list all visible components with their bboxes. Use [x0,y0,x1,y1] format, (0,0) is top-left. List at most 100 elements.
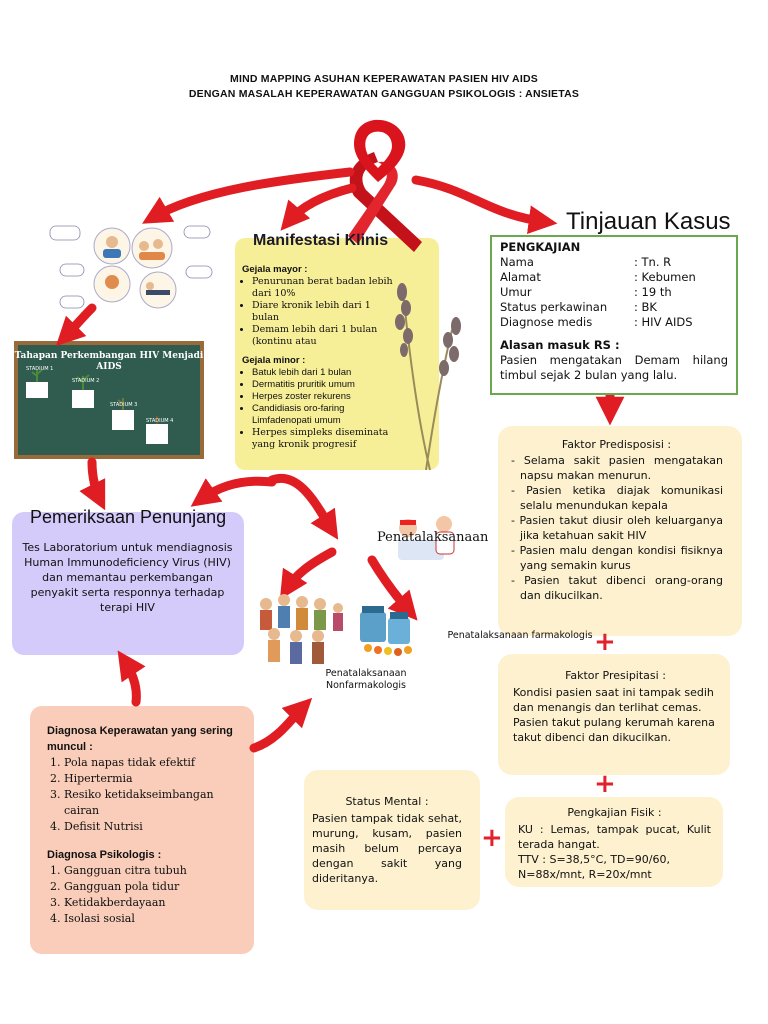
manifestasi-heading: Manifestasi Klinis [253,232,389,249]
predisposisi-heading: Faktor Predisposisi : [561,438,672,451]
presipitasi-content: Faktor Presipitasi : Kondisi pasien saat… [513,668,718,745]
predisposisi-content: Faktor Predisposisi : - Selama sakit pas… [510,437,723,603]
nurse-patient-illustration [398,516,455,560]
predisposisi-box [498,426,742,636]
list-item: - Pasien malu dengan kondisi fisiknya ya… [511,544,724,572]
list-item: Penurunan berat badan lebih dari 10% [252,276,397,300]
stage-3-label: STADIUM 3 [110,402,138,408]
gejala-minor-heading: Gejala minor : [242,355,306,366]
presipitasi-text: Kondisi pasien saat ini tampak sedih dan… [513,686,715,744]
identity-table: Nama: Tn. R Alamat: Kebumen Umur: 19 th … [500,255,696,330]
list-item: Candidiasis oro-faring Limfadenopati umu… [252,403,397,427]
diagnosa-psikologis-list: Gangguan citra tubuh Gangguan pola tidur… [47,863,247,927]
arrow-icons-to-board [55,303,97,347]
arrow-diagnosa-to-nonfarm [249,697,313,753]
reason-text: Pasien mengatakan Demam hilang timbul se… [500,353,728,382]
fisik-ttv: TTV : S=38,5°C, TD=90/60, N=88x/mnt, R=2… [518,853,670,881]
board-title: Tahapan Perkembangan HIV Menjadi AIDS [14,351,204,372]
list-item: Diare kronik lebih dari 1 bulan [252,300,397,324]
tinjauan-box: PENGKAJIAN Nama : Tn. R Alamat : Kebumen U… [490,235,738,395]
manifestasi-content: Gejala mayor : Penurunan berat badan leb… [242,262,397,451]
list-item: Gangguan pola tidur [64,879,247,895]
row-value: : Tn. R [634,255,672,269]
row-value: : 19 th [634,285,672,299]
nursing-icons-illustration [49,225,213,309]
gejala-mayor-heading: Gejala mayor : [242,264,308,275]
list-item: Isolasi sosial [64,911,247,927]
plus-sign: + [594,769,616,799]
table-row: Diagnose medis : HIV AIDS [500,315,696,330]
presipitasi-box [498,654,730,775]
row-value: : BK [634,300,657,314]
row-value: : Kebumen [634,270,696,284]
gejala-minor-list: Batuk lebih dari 1 bulan Dermatitis prur… [242,367,397,451]
table-row: Status perkawinan: BK [500,300,696,315]
diagnosa-keperawatan-list: Pola napas tidak efektif Hipertermia Res… [47,755,247,835]
arrow-pen-to-farm [367,555,418,621]
pemeriksaan-text: Tes Laboratorium untuk mendiagnosis Huma… [22,541,233,614]
diagnosa-keperawatan-heading: Diagnosa Keperawatan yang sering muncul … [47,725,233,753]
family-illustration [260,594,343,664]
arrow-pen-to-nonfarm [279,547,337,600]
row-key: Diagnose medis [500,315,593,329]
stage-2-label: STADIUM 2 [72,378,100,384]
list-item-text: Pasien takut dibenci orang-orang dan dik… [520,574,724,602]
list-item: - Selama sakit pasien mengatakan napsu m… [511,454,724,482]
list-item: Demam lebih dari 1 bulan (kontinu atau [252,324,397,348]
flow-arrows [55,167,625,753]
title-line-2: DENGAN MASALAH KEPERAWATAN GANGGUAN PSIK… [188,88,580,100]
list-item: - Pasien takut dibenci orang-orang dan d… [511,574,724,602]
mental-box [304,770,480,910]
list-item: Hipertermia [64,771,247,787]
plus-sign: + [481,823,503,853]
arrow-diagnosa-to-pemeriksaan [117,650,146,707]
predisposisi-list: - Selama sakit pasien mengatakan napsu m… [510,453,723,603]
mental-content: Status Mental : Pasien tampak tidak seha… [312,794,462,886]
list-item: Herpes simpleks diseminata yang kronik p… [252,427,397,451]
list-item: Dermatitis pruritik umum [252,379,397,391]
hiv-ribbon-icon [348,119,422,252]
list-item-text: Pasien ketika diajak komunikasi selalu m… [520,484,723,512]
stage-4-label: STADIUM 4 [146,418,174,424]
fisik-content: Pengkajian Fisik : KU : Lemas, tampak pu… [518,805,711,882]
gejala-mayor-list: Penurunan berat badan lebih dari 10% Dia… [242,276,397,348]
pemeriksaan-box [12,512,244,655]
row-value: : HIV AIDS [634,315,693,329]
list-item-text: Pasien malu dengan kondisi fisiknya yang… [519,544,724,572]
title-line-1: MIND MAPPING ASUHAN KEPERAWATAN PASIEN H… [230,73,538,85]
reason-heading: Alasan masuk RS : [500,338,620,352]
pemeriksaan-heading: Pemeriksaan Penunjang [30,507,227,527]
table-row: Alamat : Kebumen [500,270,696,285]
plus-sign: + [594,627,616,657]
list-item: Herpes zoster rekurens [252,391,397,403]
presipitasi-heading: Faktor Presipitasi : [565,669,666,682]
diagnosa-psikologis-heading: Diagnosa Psikologis : [47,849,162,861]
penatalaksanaan-heading: Penatalaksanaan [377,530,489,545]
list-item: Batuk lebih dari 1 bulan [252,367,397,379]
diagnosa-box [30,706,254,954]
fisik-heading: Pengkajian Fisik : [567,806,662,819]
penatalaksanaan-farmakologis: Penatalaksanaan farmakologis [447,630,593,641]
list-item: Pola napas tidak efektif [64,755,247,771]
penatalaksanaan-nonfarmakologis: Penatalaksanaan Nonfarmakologis [325,668,407,691]
fisik-ku: KU : Lemas, tampak pucat, Kulit terada h… [518,823,711,851]
list-item: Gangguan citra tubuh [64,863,247,879]
stage-plants-illustration [26,369,168,444]
list-item-text: Selama sakit pasien mengatakan napsu mak… [520,454,724,482]
page-title: MIND MAPPING ASUHAN KEPERAWATAN PASIEN H… [0,72,768,102]
stage-1-label: STADIUM 1 [26,366,54,372]
fisik-box [505,797,723,887]
arrow-ribbon-to-tinjauan [411,175,558,234]
row-key: Alamat [500,270,541,284]
list-item-text: Pasien takut diusir oleh keluarganya jik… [519,514,724,542]
arrow-board-to-pemeriksaan [79,457,106,511]
pengkajian-heading: PENGKAJIAN [500,240,581,254]
medicine-illustration [360,606,412,656]
lavender-illustration [395,283,461,471]
row-key: Nama [500,255,534,269]
arrow-split-to-penatalaksanaan [267,473,339,540]
row-key: Umur [500,285,532,299]
list-item: - Pasien ketika diajak komunikasi selalu… [511,484,723,512]
stage-board [14,341,204,459]
